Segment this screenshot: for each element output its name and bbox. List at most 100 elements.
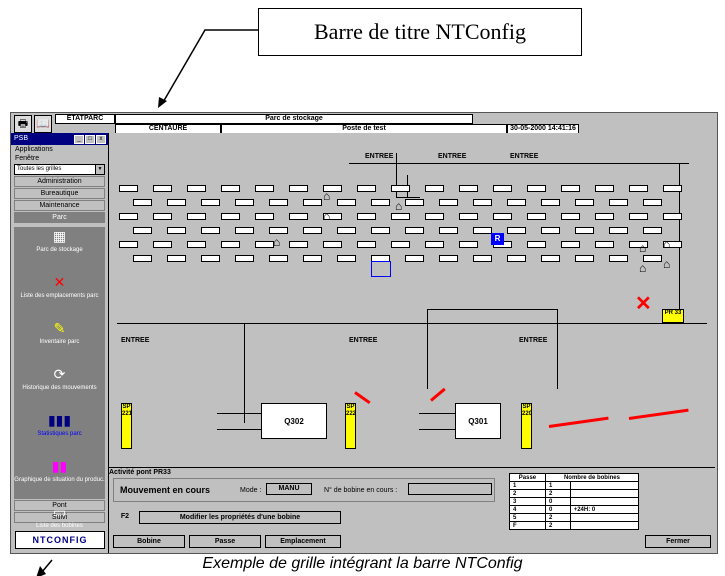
storage-slot[interactable]	[187, 213, 206, 220]
maximize-icon[interactable]: □	[85, 135, 95, 144]
storage-slot[interactable]	[561, 213, 580, 220]
storage-slot[interactable]	[541, 255, 560, 262]
storage-slot[interactable]	[507, 255, 526, 262]
menu-applications[interactable]: Applications	[15, 146, 53, 153]
section-maintenance[interactable]: Maintenance	[14, 200, 105, 211]
storage-slot[interactable]	[507, 227, 526, 234]
storage-slot[interactable]	[595, 185, 614, 192]
storage-slot[interactable]	[221, 241, 240, 248]
storage-slot[interactable]	[629, 241, 648, 248]
tool-inventaire[interactable]: ✎Inventaire parc	[14, 319, 105, 361]
fermer-button[interactable]: Fermer	[645, 535, 711, 548]
storage-slot[interactable]	[595, 241, 614, 248]
section-pont[interactable]: Pont	[14, 500, 105, 511]
storage-slot[interactable]	[459, 213, 478, 220]
storage-slot[interactable]	[425, 185, 444, 192]
section-parc[interactable]: Parc	[14, 212, 105, 223]
storage-slot[interactable]	[133, 227, 152, 234]
storage-slot[interactable]	[473, 199, 492, 206]
storage-slot[interactable]	[391, 213, 410, 220]
storage-slot[interactable]	[337, 255, 356, 262]
storage-slot[interactable]	[269, 255, 288, 262]
storage-slot[interactable]	[541, 227, 560, 234]
storage-slot[interactable]	[187, 185, 206, 192]
storage-slot[interactable]	[575, 199, 594, 206]
storage-slot[interactable]	[289, 185, 308, 192]
storage-slot[interactable]	[425, 213, 444, 220]
storage-slot[interactable]	[541, 199, 560, 206]
storage-slot[interactable]	[153, 185, 172, 192]
storage-slot[interactable]	[235, 255, 254, 262]
storage-slot[interactable]	[473, 255, 492, 262]
storage-slot[interactable]	[255, 213, 274, 220]
passe-button[interactable]: Passe	[189, 535, 261, 548]
storage-slot[interactable]	[357, 213, 376, 220]
storage-slot[interactable]	[323, 241, 342, 248]
storage-slot[interactable]	[643, 199, 662, 206]
storage-slot[interactable]	[575, 255, 594, 262]
storage-slot[interactable]	[371, 227, 390, 234]
storage-slot[interactable]	[459, 185, 478, 192]
storage-slot[interactable]	[575, 227, 594, 234]
storage-slot[interactable]	[357, 185, 376, 192]
storage-slot[interactable]	[255, 185, 274, 192]
storage-slot[interactable]	[439, 227, 458, 234]
storage-slot[interactable]	[153, 241, 172, 248]
storage-slot[interactable]	[371, 199, 390, 206]
storage-slot[interactable]	[663, 241, 682, 248]
storage-slot[interactable]	[119, 241, 138, 248]
storage-slot[interactable]	[133, 199, 152, 206]
tool-parc-stockage[interactable]: ▦Parc de stockage	[14, 227, 105, 269]
storage-slot[interactable]	[337, 199, 356, 206]
storage-slot[interactable]	[643, 255, 662, 262]
storage-slot[interactable]	[323, 213, 342, 220]
storage-slot[interactable]	[167, 255, 186, 262]
storage-slot[interactable]	[493, 213, 512, 220]
storage-slot[interactable]	[609, 227, 628, 234]
close-icon[interactable]: x	[96, 135, 106, 144]
bobine-button[interactable]: Bobine	[113, 535, 185, 548]
storage-slot[interactable]	[629, 213, 648, 220]
storage-slot[interactable]	[255, 241, 274, 248]
storage-slot[interactable]	[201, 227, 220, 234]
storage-slot[interactable]	[643, 227, 662, 234]
menu-fenetre[interactable]: Fenêtre	[15, 155, 40, 162]
storage-slot[interactable]	[473, 227, 492, 234]
storage-slot[interactable]	[663, 185, 682, 192]
storage-slot[interactable]	[439, 255, 458, 262]
storage-slot[interactable]	[357, 241, 376, 248]
storage-slot[interactable]	[459, 241, 478, 248]
storage-slot[interactable]	[221, 213, 240, 220]
storage-slot[interactable]	[405, 199, 424, 206]
storage-slot[interactable]	[119, 185, 138, 192]
storage-slot[interactable]	[493, 185, 512, 192]
storage-slot[interactable]	[405, 255, 424, 262]
storage-slot[interactable]	[609, 255, 628, 262]
storage-slot[interactable]	[201, 255, 220, 262]
emplacement-button[interactable]: Emplacement	[265, 535, 341, 548]
storage-slot[interactable]	[629, 185, 648, 192]
storage-slot[interactable]	[289, 213, 308, 220]
section-suivi[interactable]: Suivi	[14, 512, 105, 523]
storage-slot[interactable]	[167, 227, 186, 234]
storage-slot[interactable]	[391, 185, 410, 192]
book-icon[interactable]: 📖	[34, 115, 52, 133]
storage-slot[interactable]	[269, 199, 288, 206]
grid-select[interactable]: Toutes les grilles▼	[14, 164, 105, 175]
storage-slot[interactable]	[133, 255, 152, 262]
tool-historique[interactable]: ⟳Historique des mouvements	[14, 365, 105, 407]
tool-liste-emplacements[interactable]: ✕Liste des emplacements parc	[14, 273, 105, 315]
storage-slot[interactable]	[303, 227, 322, 234]
storage-slot[interactable]	[663, 213, 682, 220]
storage-slot[interactable]	[527, 241, 546, 248]
storage-slot[interactable]	[187, 241, 206, 248]
tool-statistiques[interactable]: ▮▮▮Statistiques parc	[14, 411, 105, 453]
storage-slot[interactable]	[235, 199, 254, 206]
storage-slot[interactable]	[269, 227, 288, 234]
minimize-icon[interactable]: _	[74, 135, 84, 144]
storage-slot[interactable]	[439, 199, 458, 206]
storage-slot[interactable]	[323, 185, 342, 192]
storage-slot[interactable]	[201, 199, 220, 206]
storage-slot[interactable]	[527, 213, 546, 220]
storage-slot[interactable]	[167, 199, 186, 206]
